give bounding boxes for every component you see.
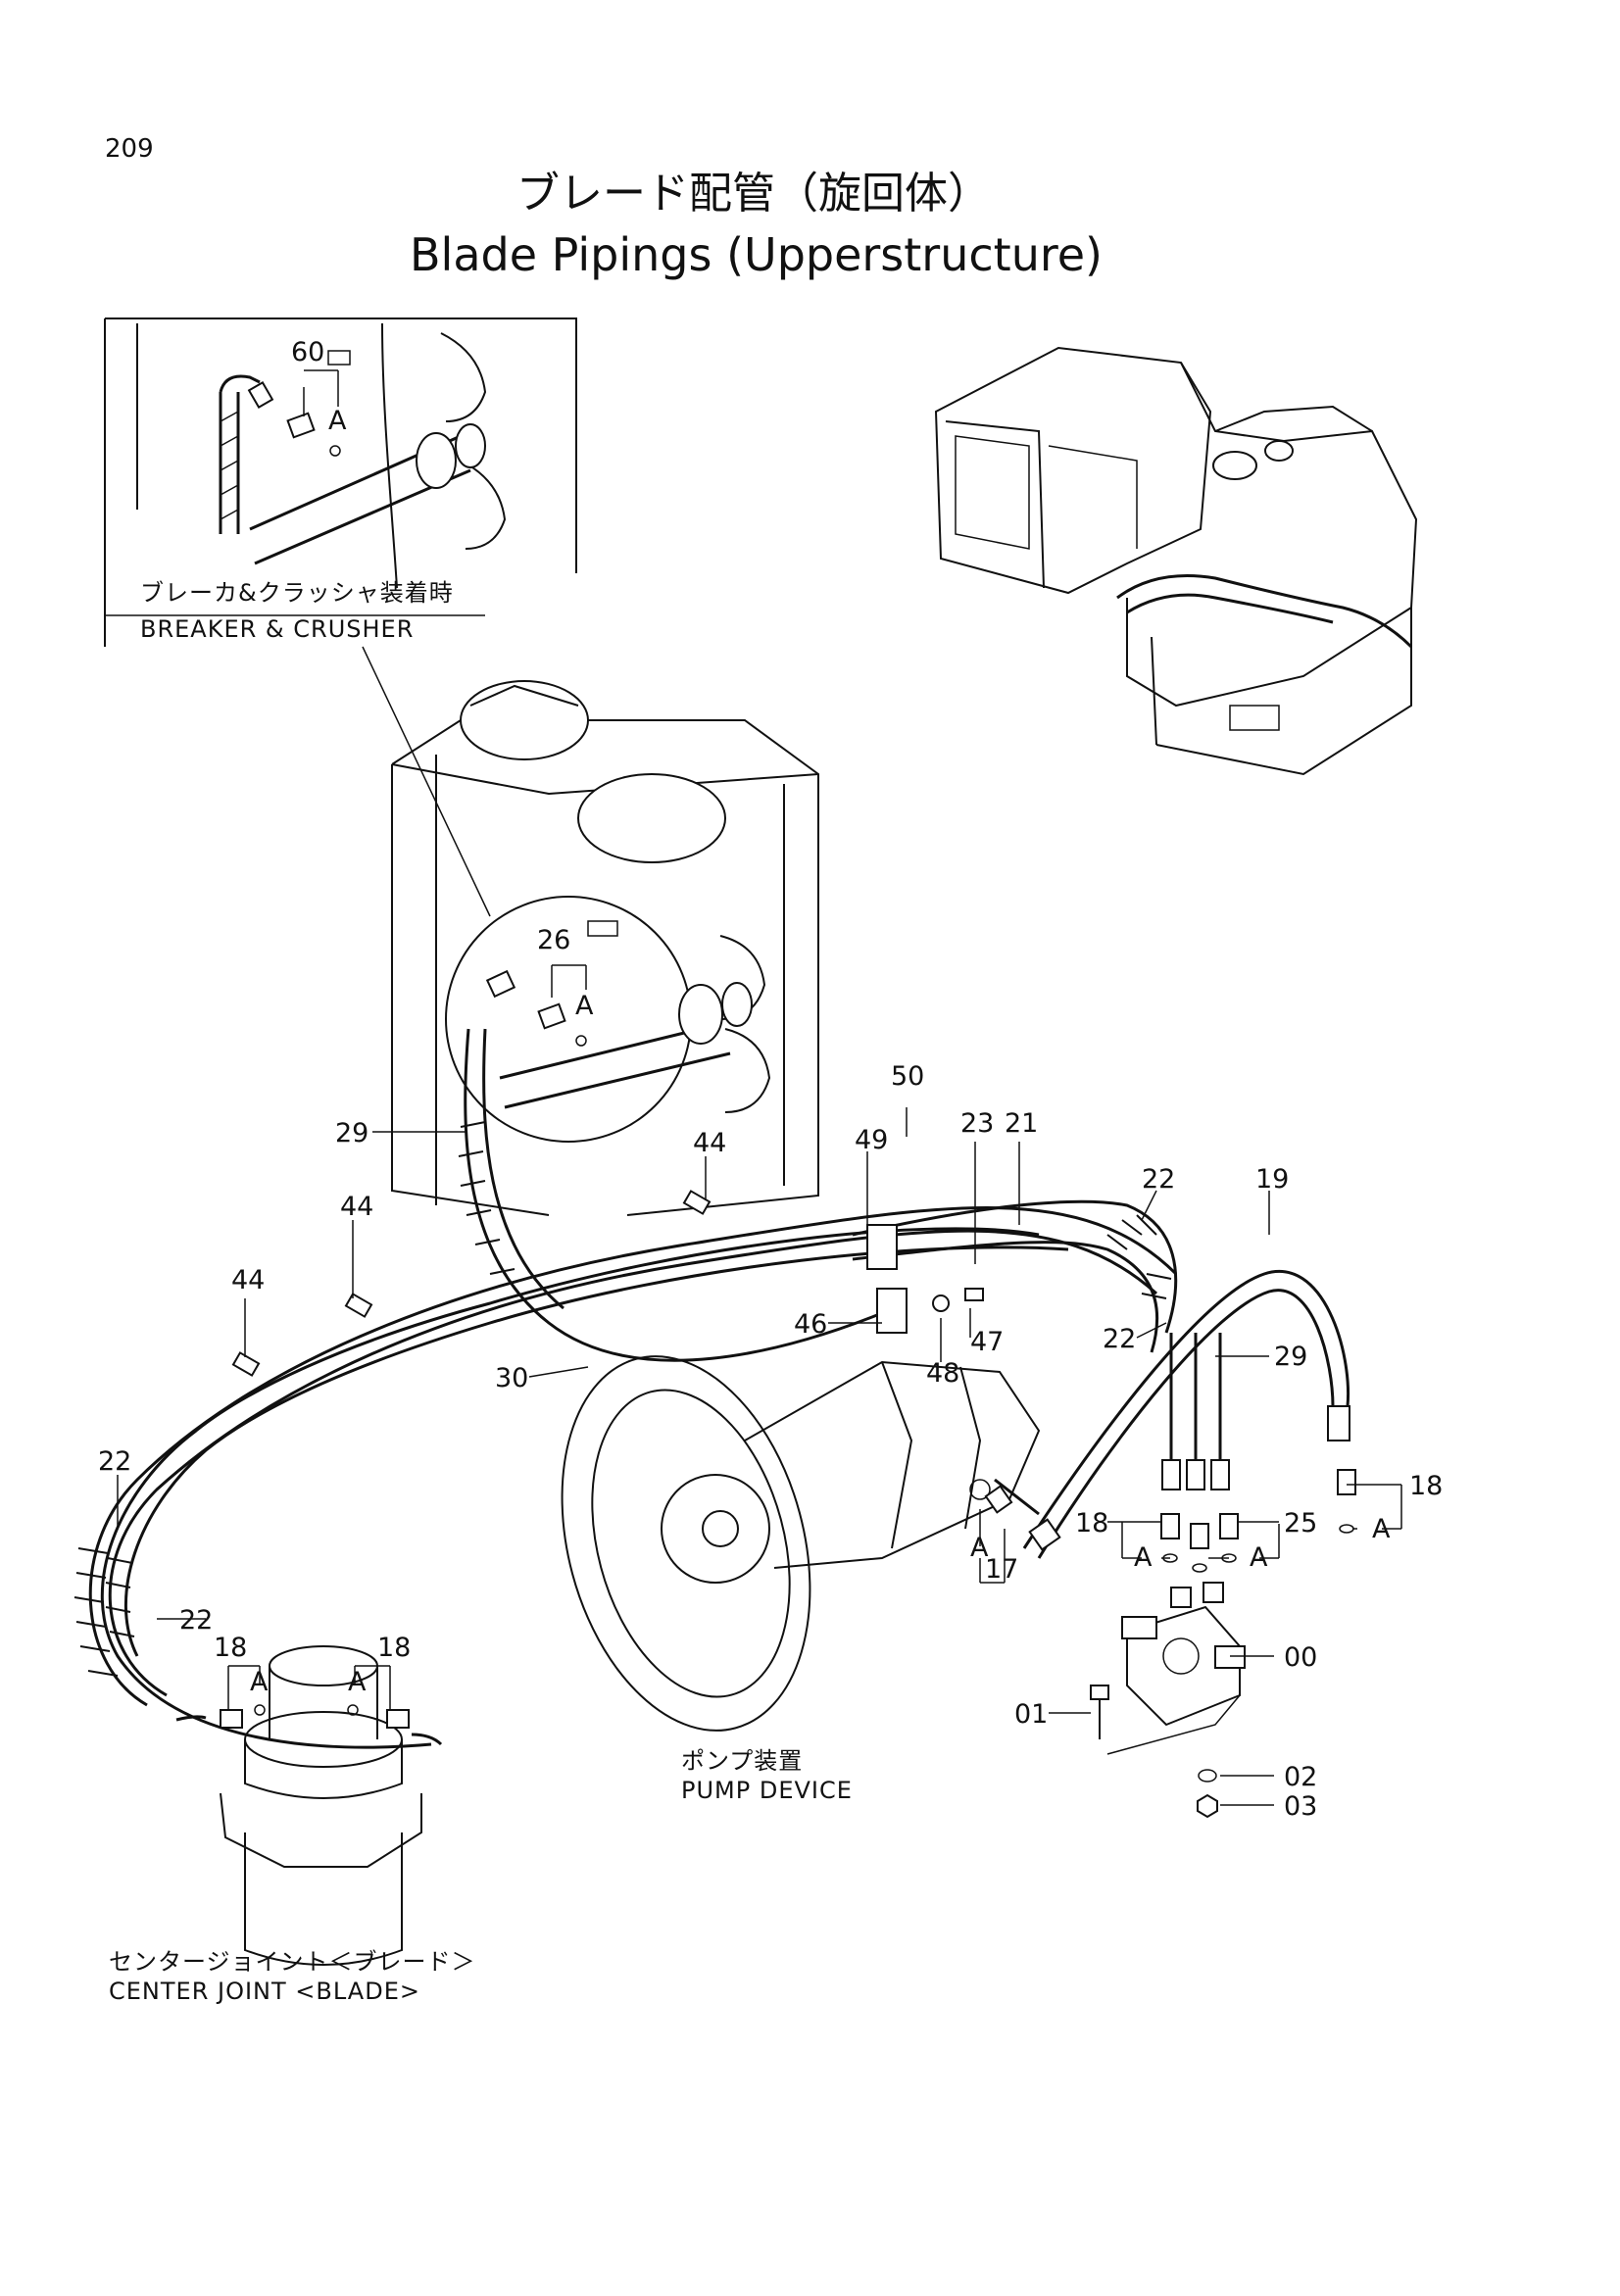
leader-lines [117, 1107, 1402, 1806]
callout-18-joint-left: 18 [214, 1633, 247, 1663]
callout-22-top: 22 [1142, 1164, 1175, 1195]
callout-a-joint-1: A [250, 1667, 269, 1697]
callout-17: 17 [985, 1554, 1018, 1585]
callout-19: 19 [1255, 1164, 1289, 1195]
inset-caption-japanese: ブレーカ&クラッシャ装着時 [140, 579, 454, 607]
callout-a-valve-3: A [1372, 1514, 1391, 1544]
valve-block [1090, 1469, 1356, 1819]
callout-44-middle: 44 [340, 1192, 373, 1222]
inset-caption-english: BREAKER & CRUSHER [140, 615, 414, 643]
inset-breaker-crusher: 60 A ブレーカ&クラッシャ装着時 BREAKER & CRUSHER [104, 318, 577, 917]
pump-caption-english: PUMP DEVICE [681, 1777, 853, 1804]
callout-a-17: A [970, 1533, 989, 1563]
excavator-overview [934, 346, 1418, 776]
page-number: 209 [105, 134, 154, 164]
callout-18-valve-left: 18 [1075, 1508, 1108, 1539]
callout-29-right: 29 [1274, 1342, 1307, 1372]
pump-caption-japanese: ポンプ装置 [681, 1747, 803, 1775]
callout-03: 03 [1284, 1791, 1317, 1822]
callout-25: 25 [1284, 1508, 1317, 1539]
hydraulic-tank [391, 680, 819, 1216]
callout-47: 47 [970, 1327, 1004, 1357]
center-joint: センタージョイント＜ブレード＞ CENTER JOINT <BLADE> [109, 1645, 476, 2005]
joint-caption-english: CENTER JOINT <BLADE> [109, 1978, 420, 2005]
callout-a-valve-1: A [1134, 1542, 1153, 1573]
callout-48: 48 [926, 1358, 959, 1389]
callout-50: 50 [891, 1061, 924, 1092]
pump-device: ポンプ装置 PUMP DEVICE [561, 1355, 1061, 1804]
callout-60: 60 [291, 337, 324, 367]
callout-labels: 29 50 49 23 21 44 44 44 22 19 46 47 48 2… [98, 1061, 1443, 1822]
callout-22-left: 22 [98, 1446, 131, 1477]
callout-22-loop: 22 [179, 1605, 213, 1636]
callout-46: 46 [794, 1309, 827, 1340]
callout-a-tank: A [575, 991, 594, 1021]
callout-26: 26 [537, 925, 570, 955]
title-japanese: ブレード配管（旋回体） [516, 169, 991, 219]
joint-caption-japanese: センタージョイント＜ブレード＞ [109, 1948, 476, 1976]
callout-44-right: 44 [693, 1128, 726, 1158]
callout-21: 21 [1005, 1108, 1038, 1139]
callout-02: 02 [1284, 1762, 1317, 1792]
callout-01: 01 [1014, 1699, 1048, 1730]
callout-a-joint-2: A [348, 1667, 367, 1697]
callout-18-joint-right: 18 [377, 1633, 411, 1663]
callout-a-valve-2: A [1250, 1542, 1268, 1573]
title-english: Blade Pipings (Upperstructure) [410, 228, 1103, 281]
callout-18-valve-right: 18 [1409, 1471, 1443, 1501]
hose-bundle [74, 1028, 1350, 1749]
callout-29-top: 29 [335, 1118, 368, 1148]
callout-44-left: 44 [231, 1265, 265, 1295]
callout-23: 23 [960, 1108, 994, 1139]
callout-00: 00 [1284, 1642, 1317, 1673]
callout-22-middle: 22 [1103, 1324, 1136, 1354]
callout-49: 49 [855, 1125, 888, 1155]
tank-detail-circle: 26 A [445, 896, 753, 1143]
callout-30: 30 [495, 1363, 528, 1393]
callout-a-inset: A [328, 406, 347, 436]
